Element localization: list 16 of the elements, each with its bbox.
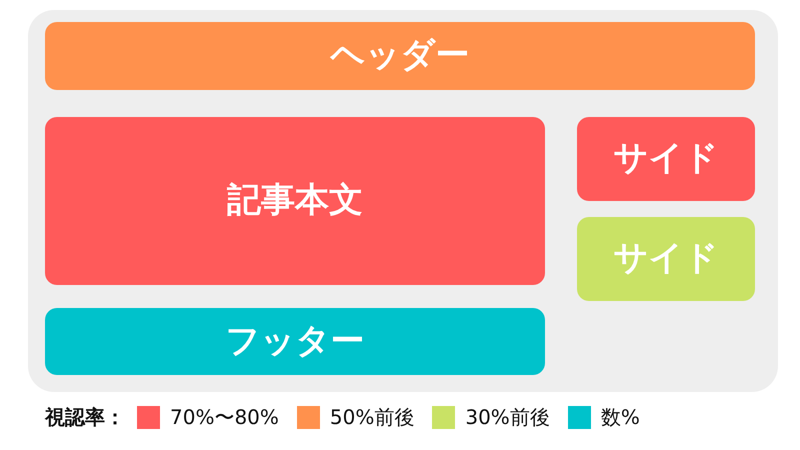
legend-label: 70%〜80% (170, 404, 279, 430)
section-label: ヘッダー (330, 37, 470, 75)
section-label: 記事本文 (227, 182, 363, 220)
section-label: フッター (226, 322, 364, 360)
section-label: サイド (614, 240, 718, 278)
header-block (45, 22, 755, 90)
footer-block (45, 308, 545, 375)
legend-title: 視認率： (45, 404, 125, 430)
section-label: サイド (614, 140, 718, 178)
page-panel (28, 10, 778, 392)
sidebar-block (577, 217, 755, 301)
sidebar-block (577, 117, 755, 201)
legend-label: 数% (600, 404, 640, 430)
main-content-block (45, 117, 545, 285)
legend-label: 30%前後 (465, 404, 550, 430)
legend-label: 50%前後 (330, 404, 414, 430)
